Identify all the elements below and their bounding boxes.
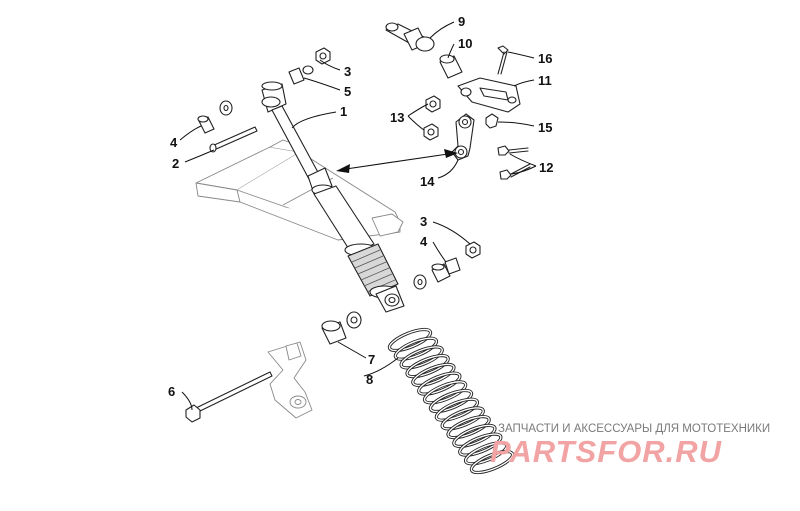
coil-spring bbox=[387, 327, 515, 475]
callout-8: 8 bbox=[366, 372, 373, 387]
callout-15: 15 bbox=[538, 120, 552, 135]
callout-1: 1 bbox=[340, 104, 347, 119]
callout-12: 12 bbox=[539, 160, 553, 175]
spring-coil bbox=[388, 328, 432, 352]
spring-coil bbox=[418, 372, 461, 395]
spring-coil bbox=[435, 398, 479, 421]
spring-coil bbox=[412, 363, 455, 387]
spring-coil bbox=[447, 415, 490, 439]
callout-10: 10 bbox=[458, 36, 472, 51]
spring-coil bbox=[459, 433, 502, 456]
callout-14: 14 bbox=[420, 174, 435, 189]
callout-numbers: 1 2 3 3 4 4 5 6 7 8 9 10 11 12 13 14 15 … bbox=[168, 14, 553, 399]
spring-coil bbox=[406, 354, 449, 378]
callout-13: 13 bbox=[390, 110, 404, 125]
callout-6: 6 bbox=[168, 384, 175, 399]
callout-4-lower: 4 bbox=[420, 234, 428, 249]
callout-9: 9 bbox=[458, 14, 465, 29]
upper-hardware bbox=[197, 47, 331, 153]
callout-5: 5 bbox=[344, 84, 351, 99]
callout-16: 16 bbox=[538, 51, 552, 66]
callout-3-upper: 3 bbox=[344, 64, 351, 79]
callout-3-lower: 3 bbox=[420, 214, 427, 229]
leader-lines bbox=[179, 21, 537, 411]
callout-2: 2 bbox=[172, 156, 179, 171]
spring-coil bbox=[470, 450, 514, 474]
linkage-assembly bbox=[385, 22, 531, 180]
spring-coil bbox=[394, 337, 438, 360]
shock-absorber bbox=[261, 81, 405, 313]
assembly-arrow bbox=[336, 149, 458, 173]
spring-coil bbox=[453, 424, 496, 448]
callout-7: 7 bbox=[368, 352, 375, 367]
spring-coil bbox=[429, 389, 473, 413]
watermark: ЗАПЧАСТИ И АКСЕССУАРЫ ДЛЯ МОТОТЕХНИКИ PA… bbox=[490, 423, 770, 469]
watermark-logo: PARTSFOR.RU bbox=[490, 434, 723, 469]
spindle bbox=[267, 341, 313, 419]
callout-4-upper: 4 bbox=[170, 135, 178, 150]
spring-coil bbox=[423, 381, 467, 404]
spring-coil bbox=[400, 346, 443, 369]
spring-coil bbox=[464, 442, 508, 465]
lower-hardware bbox=[185, 241, 481, 423]
callout-11: 11 bbox=[538, 73, 552, 88]
watermark-tagline: ЗАПЧАСТИ И АКСЕССУАРЫ ДЛЯ МОТОТЕХНИКИ bbox=[498, 423, 770, 435]
spring-coil bbox=[441, 407, 484, 430]
